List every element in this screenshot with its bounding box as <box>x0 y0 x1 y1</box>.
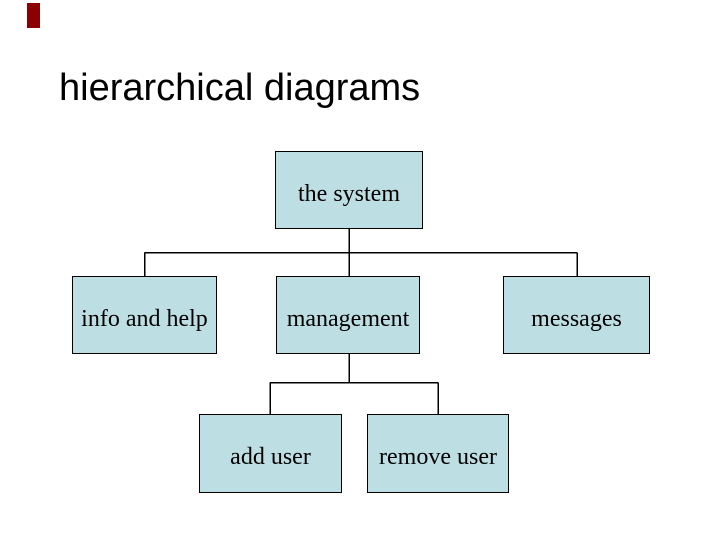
node-label: messages <box>531 305 622 332</box>
diagram-node-info-and-help: info and help <box>72 276 217 354</box>
node-label: management <box>286 305 410 332</box>
node-label: the system <box>298 180 400 207</box>
diagram-node-add-user: add user <box>199 414 342 493</box>
node-label: info and help <box>81 305 208 332</box>
node-label: remove user <box>379 444 497 470</box>
diagram-node-the-system: the system <box>275 151 423 229</box>
slide-title: hierarchical diagrams <box>59 67 421 109</box>
node-label: add user <box>230 444 311 470</box>
diagram-node-management: management <box>276 276 420 354</box>
diagram-node-messages: messages <box>503 276 650 354</box>
diagram-node-remove-user: remove user <box>367 414 509 493</box>
slide-accent-mark <box>27 3 40 28</box>
